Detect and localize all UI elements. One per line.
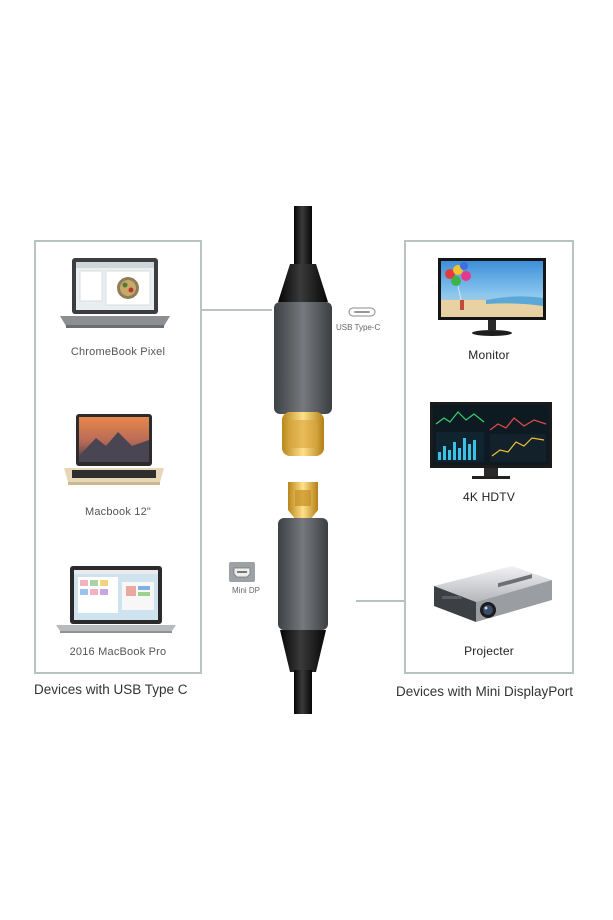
mini-dp-port-icon — [229, 562, 255, 582]
macbook-12-label: Macbook 12" — [84, 506, 152, 518]
macbook-pro-laptop-icon — [54, 564, 178, 636]
chromebook-label: ChromeBook Pixel — [70, 346, 166, 358]
macbook-pro-label: 2016 MacBook Pro — [69, 646, 167, 658]
chromebook-laptop-icon — [56, 256, 174, 336]
hdtv-icon — [428, 400, 554, 484]
mini-dp-devices-panel: Monitor 4K HDTV — [404, 240, 574, 674]
usb-c-connector-line — [202, 309, 272, 311]
macbook-laptop-icon — [62, 412, 166, 492]
monitor-icon — [436, 256, 548, 340]
monitor-label: Monitor — [468, 348, 510, 362]
usb-c-devices-panel: ChromeBook Pixel Macbook 12" — [34, 240, 202, 674]
usb-c-port-icon — [348, 307, 376, 317]
mini-dp-label: Mini DP — [232, 586, 261, 595]
mini-dp-cable-icon — [268, 480, 338, 716]
usb-c-devices-caption: Devices with USB Type C — [34, 682, 188, 697]
projector-icon — [428, 560, 554, 628]
usb-c-label: USB Type-C — [336, 323, 381, 332]
mini-dp-devices-caption: Devices with Mini DisplayPort — [396, 684, 574, 699]
hdtv-label: 4K HDTV — [462, 490, 516, 504]
usb-c-cable-icon — [268, 206, 338, 462]
mini-dp-connector-line — [356, 600, 404, 602]
projector-label: Projecter — [464, 644, 514, 658]
